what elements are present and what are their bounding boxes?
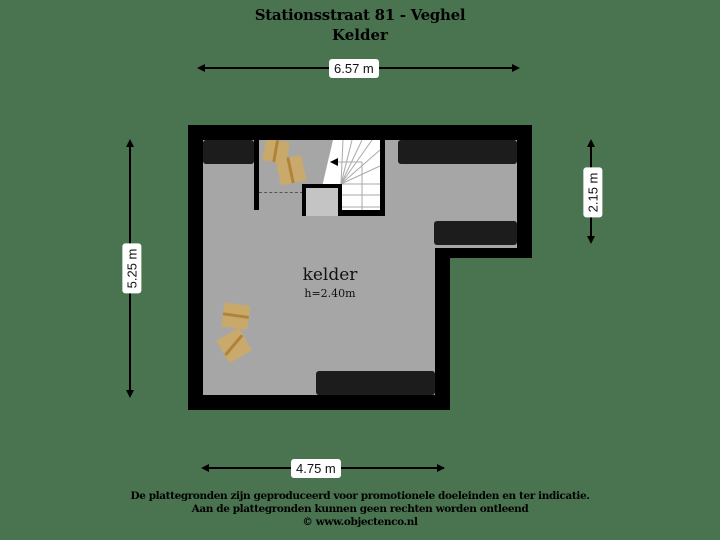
cardboard-boxes-top — [262, 140, 307, 186]
storage-block-top-right — [398, 140, 517, 164]
arrow-down-icon — [587, 236, 595, 244]
stairs — [302, 140, 385, 216]
room-name: kelder — [302, 265, 358, 285]
arrow-up-icon — [126, 139, 134, 147]
floorplan-floor-title: Kelder — [332, 26, 388, 44]
disclaimer-line-2: Aan de plattegronden kunnen geen rechten… — [191, 503, 529, 515]
arrow-right-icon — [437, 464, 445, 472]
cardboard-boxes-bottom — [216, 302, 252, 364]
storage-block-right — [434, 221, 517, 245]
disclaimer-line-1: De plattegronden zijn geproduceerd voor … — [130, 490, 590, 502]
arrow-up-icon — [587, 139, 595, 147]
copyright-link: © www.objectenco.nl — [302, 516, 418, 528]
interior-wall — [254, 140, 259, 210]
storage-block-top-left — [203, 140, 254, 164]
floorplan-address-title: Stationsstraat 81 - Veghel — [254, 6, 466, 24]
arrow-left-icon — [197, 64, 205, 72]
dimension-label-top: 6.57 m — [329, 59, 379, 78]
dimension-label-bottom: 4.75 m — [291, 459, 341, 478]
arrow-right-icon — [512, 64, 520, 72]
arrow-left-icon — [201, 464, 209, 472]
room-height: h=2.40m — [304, 287, 356, 300]
storage-block-bottom — [316, 371, 435, 395]
stair-direction-arrow-icon — [330, 158, 338, 166]
dashed-line — [259, 192, 303, 193]
arrow-down-icon — [126, 390, 134, 398]
